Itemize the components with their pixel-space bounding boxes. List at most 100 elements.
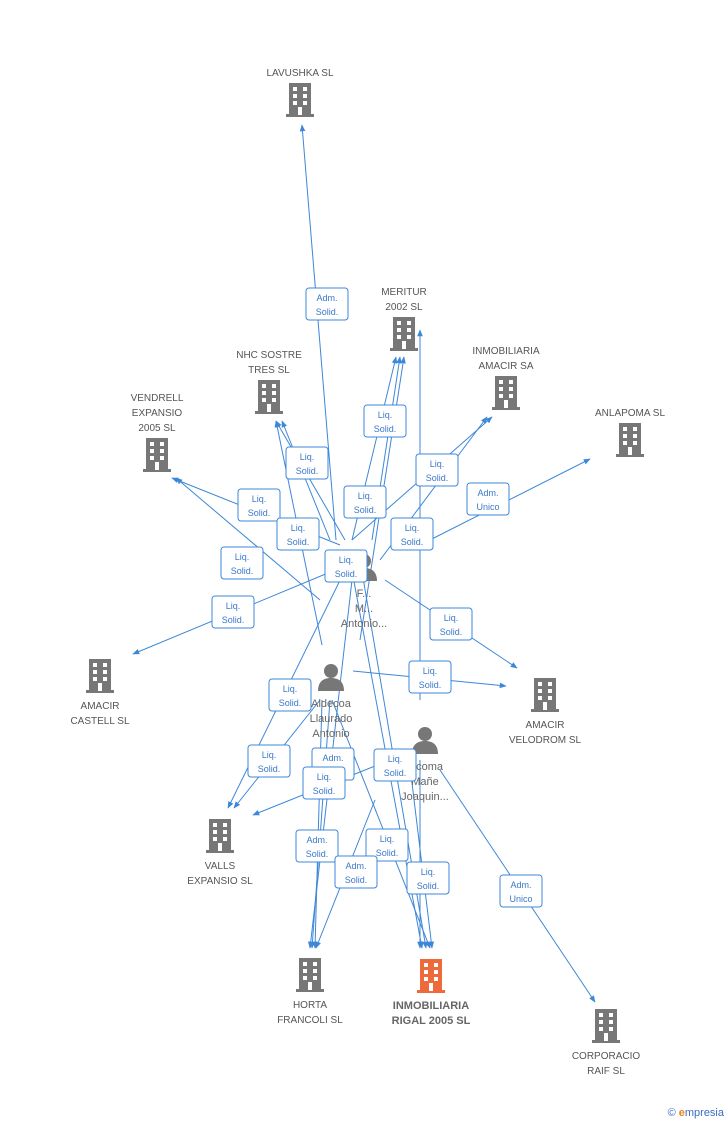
company-label: VALLS — [205, 861, 236, 872]
company-label: INMOBILIARIA — [472, 346, 540, 357]
company-label: EXPANSIO SL — [187, 876, 253, 887]
edge-label-frame — [247, 744, 291, 778]
edge-label-box[interactable]: Adm.Solid. — [295, 829, 339, 863]
edge-label-text: Solid. — [296, 466, 319, 476]
brand-name: mpresia — [684, 1107, 724, 1119]
brand-logo-icon: e — [678, 1107, 685, 1119]
edge-label-text: Liq. — [262, 750, 277, 760]
edge-label-box[interactable]: Liq.Solid. — [268, 678, 312, 712]
company-label: CORPORACIO — [572, 1051, 641, 1062]
edge-label-frame — [302, 766, 346, 800]
company-label: VELODROM SL — [509, 735, 582, 746]
edge-label-frame — [324, 549, 368, 583]
edge-label-text: Liq. — [235, 552, 250, 562]
building-icon — [592, 1009, 620, 1043]
edge-label-text: Liq. — [283, 684, 298, 694]
building-icon — [296, 958, 324, 992]
edge-label-text: Solid. — [440, 627, 463, 637]
edge-line — [309, 699, 331, 949]
company-node-nhc[interactable]: NHC SOSTRE TRES SL — [236, 350, 302, 414]
edge-label-text: Adm. — [322, 753, 343, 763]
edge-label-frame — [415, 453, 459, 487]
edge-label-box[interactable]: Liq.Solid. — [237, 488, 281, 522]
edge-label-box[interactable]: Liq.Solid. — [324, 549, 368, 583]
edge-label-text: Solid. — [384, 768, 407, 778]
building-icon — [206, 819, 234, 853]
edge-label-text: Unico — [476, 502, 499, 512]
edge-label-text: Solid. — [313, 786, 336, 796]
edge-label-text: Liq. — [300, 452, 315, 462]
edge-line — [407, 749, 435, 949]
edge-label-box[interactable]: Liq.Solid. — [365, 828, 409, 862]
company-node-inmo_amacir[interactable]: INMOBILIARIA AMACIR SA — [472, 346, 540, 410]
company-node-valls[interactable]: VALLS EXPANSIO SL — [187, 819, 253, 887]
edge-label-box[interactable]: Liq.Solid. — [429, 607, 473, 641]
edge-label-box[interactable]: Liq.Solid. — [373, 748, 417, 782]
edge-label-text: Liq. — [317, 772, 332, 782]
edge-label-box[interactable]: Adm.Unico — [499, 874, 543, 908]
edge-label-text: Solid. — [231, 566, 254, 576]
edge-label-text: Liq. — [252, 494, 267, 504]
edge-line — [331, 699, 431, 949]
company-label: 2002 SL — [385, 302, 423, 313]
edge-label-box[interactable]: Liq. Solid. — [302, 766, 346, 800]
edge-label-box[interactable]: Liq. Solid. — [285, 446, 329, 480]
edge-label-box[interactable]: Liq. Solid. — [220, 546, 264, 580]
edge-label-text: Solid. — [316, 307, 339, 317]
company-label: CASTELL SL — [70, 716, 130, 727]
person-icon — [318, 664, 344, 691]
edge-label-box[interactable]: Liq.Solid. — [343, 485, 387, 519]
edge-label-box[interactable]: Liq.Solid. — [408, 660, 452, 694]
edge-label-box[interactable]: Adm.Solid. — [334, 855, 378, 889]
edge-label-box[interactable]: Liq.Solid. — [276, 517, 320, 551]
edge-label-text: Liq. — [423, 666, 438, 676]
edge-label-box[interactable]: Liq.Solid. — [363, 404, 407, 438]
edge-labels: Adm. Solid. Liq. Solid. Liq. Solid. Liq. Solid.… — [211, 287, 543, 908]
edge-label-box[interactable]: Liq.Solid. — [406, 861, 450, 895]
company-label: AMACIR SA — [478, 361, 533, 372]
person-label: F... — [357, 588, 372, 600]
edge-label-text: Liq. — [226, 601, 241, 611]
edge-label-box[interactable]: Liq.Solid. — [211, 595, 255, 629]
company-label: RIGAL 2005 SL — [392, 1015, 471, 1027]
person-label: M... — [355, 603, 373, 615]
company-label: HORTA — [293, 1000, 327, 1011]
company-node-anlapoma[interactable]: ANLAPOMA SL — [595, 408, 665, 457]
edge-label-box[interactable]: Liq.Solid. — [390, 517, 434, 551]
company-label: NHC SOSTRE — [236, 350, 302, 361]
edge-label-frame — [343, 485, 387, 519]
edge-label-frame — [237, 488, 281, 522]
building-icon — [531, 678, 559, 712]
building-icon — [286, 83, 314, 117]
edge-label-box[interactable]: Adm. Solid. — [305, 287, 349, 321]
building-icon — [390, 317, 418, 351]
person-label: Aldecoa — [311, 698, 352, 710]
person-node-p3[interactable]: ...comaMañeJoaquin... — [401, 727, 449, 803]
person-label: Antonio — [312, 728, 349, 740]
edge-label-box[interactable]: Liq.Solid. — [247, 744, 291, 778]
edge-label-box[interactable]: Liq.Solid. — [415, 453, 459, 487]
edge-label-box[interactable]: Adm.Unico — [466, 482, 510, 516]
edge-label-text: Adm. — [316, 293, 337, 303]
company-label: EXPANSIO — [132, 408, 183, 419]
company-label: TRES SL — [248, 365, 290, 376]
company-node-lavushka[interactable]: LAVUSHKA SL — [266, 68, 334, 117]
edge-label-text: Solid. — [354, 505, 377, 515]
person-node-p1[interactable]: F...M...Antonio... — [341, 554, 387, 630]
building-icon — [143, 438, 171, 472]
edge-label-frame — [408, 660, 452, 694]
edge-label-frame — [276, 517, 320, 551]
building-icon — [255, 380, 283, 414]
edge-label-frame — [211, 595, 255, 629]
company-label: 2005 SL — [138, 423, 176, 434]
